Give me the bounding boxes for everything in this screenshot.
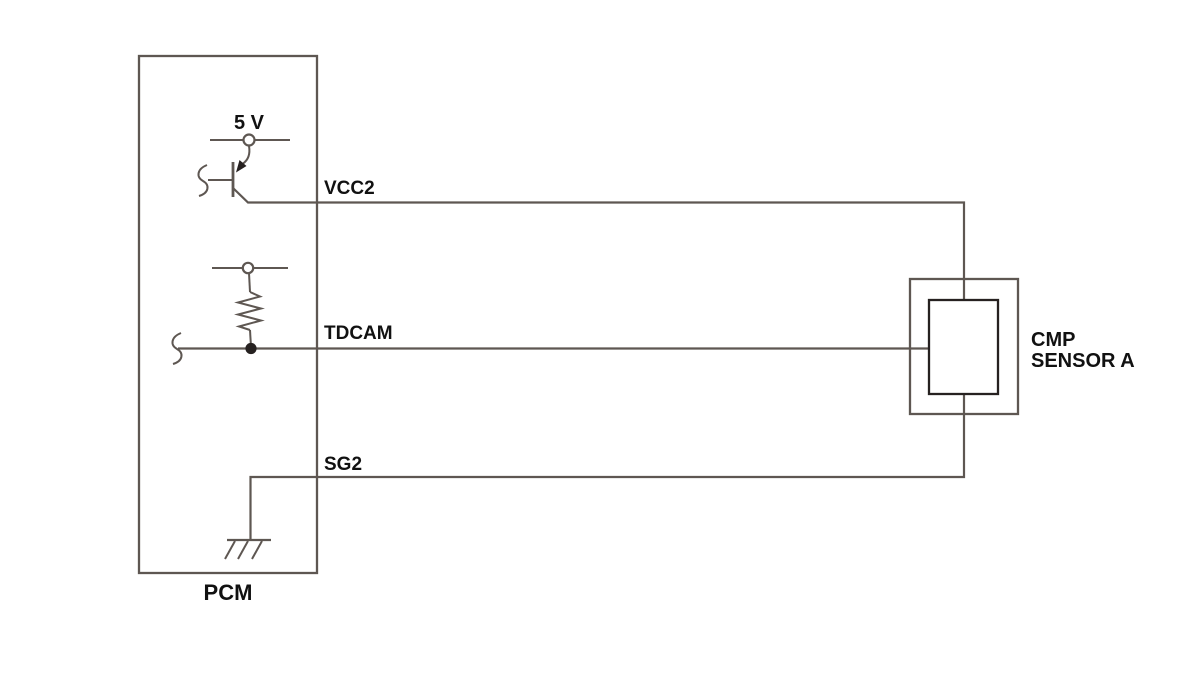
wire-vcc2 [232,187,966,300]
ground-hash [251,540,263,560]
resistor-top-lead [248,272,251,293]
wire-tdcam [171,332,929,365]
vcc2-path [232,187,966,300]
resistor-zigzag [234,291,265,331]
pullup-terminal [212,261,288,275]
ground-hash [237,540,249,560]
resistor-icon [234,272,265,348]
pcm-label: PCM [204,580,253,605]
tdcam-label: TDCAM [324,323,393,344]
transistor-emitter-arrow [236,160,247,173]
pcm-box [137,54,319,575]
transistor-emitter [242,145,251,165]
wire-sg2 [249,394,966,539]
ground-hash [224,540,236,560]
vcc2-label: VCC2 [324,178,375,199]
sg2-path [249,394,966,539]
wire-break-icon [197,164,209,197]
cmp-sensor-box [908,277,1020,416]
supply-terminal-5v [210,133,290,147]
transistor-icon [197,145,251,197]
wire-break-icon [171,332,183,365]
terminal-circle-icon [241,261,255,275]
sensor-outer-outline [908,277,1020,416]
terminal-circle-icon [242,133,256,147]
sensor-label-line1: CMP [1031,329,1075,351]
pcm-outline [137,54,319,575]
sensor-inner-outline [927,298,1000,396]
supply-voltage-label: 5 V [234,112,265,134]
sg2-label: SG2 [324,454,362,475]
ground-icon [224,538,271,560]
sensor-label-line2: SENSOR A [1031,350,1135,372]
junction-dot [245,342,257,355]
